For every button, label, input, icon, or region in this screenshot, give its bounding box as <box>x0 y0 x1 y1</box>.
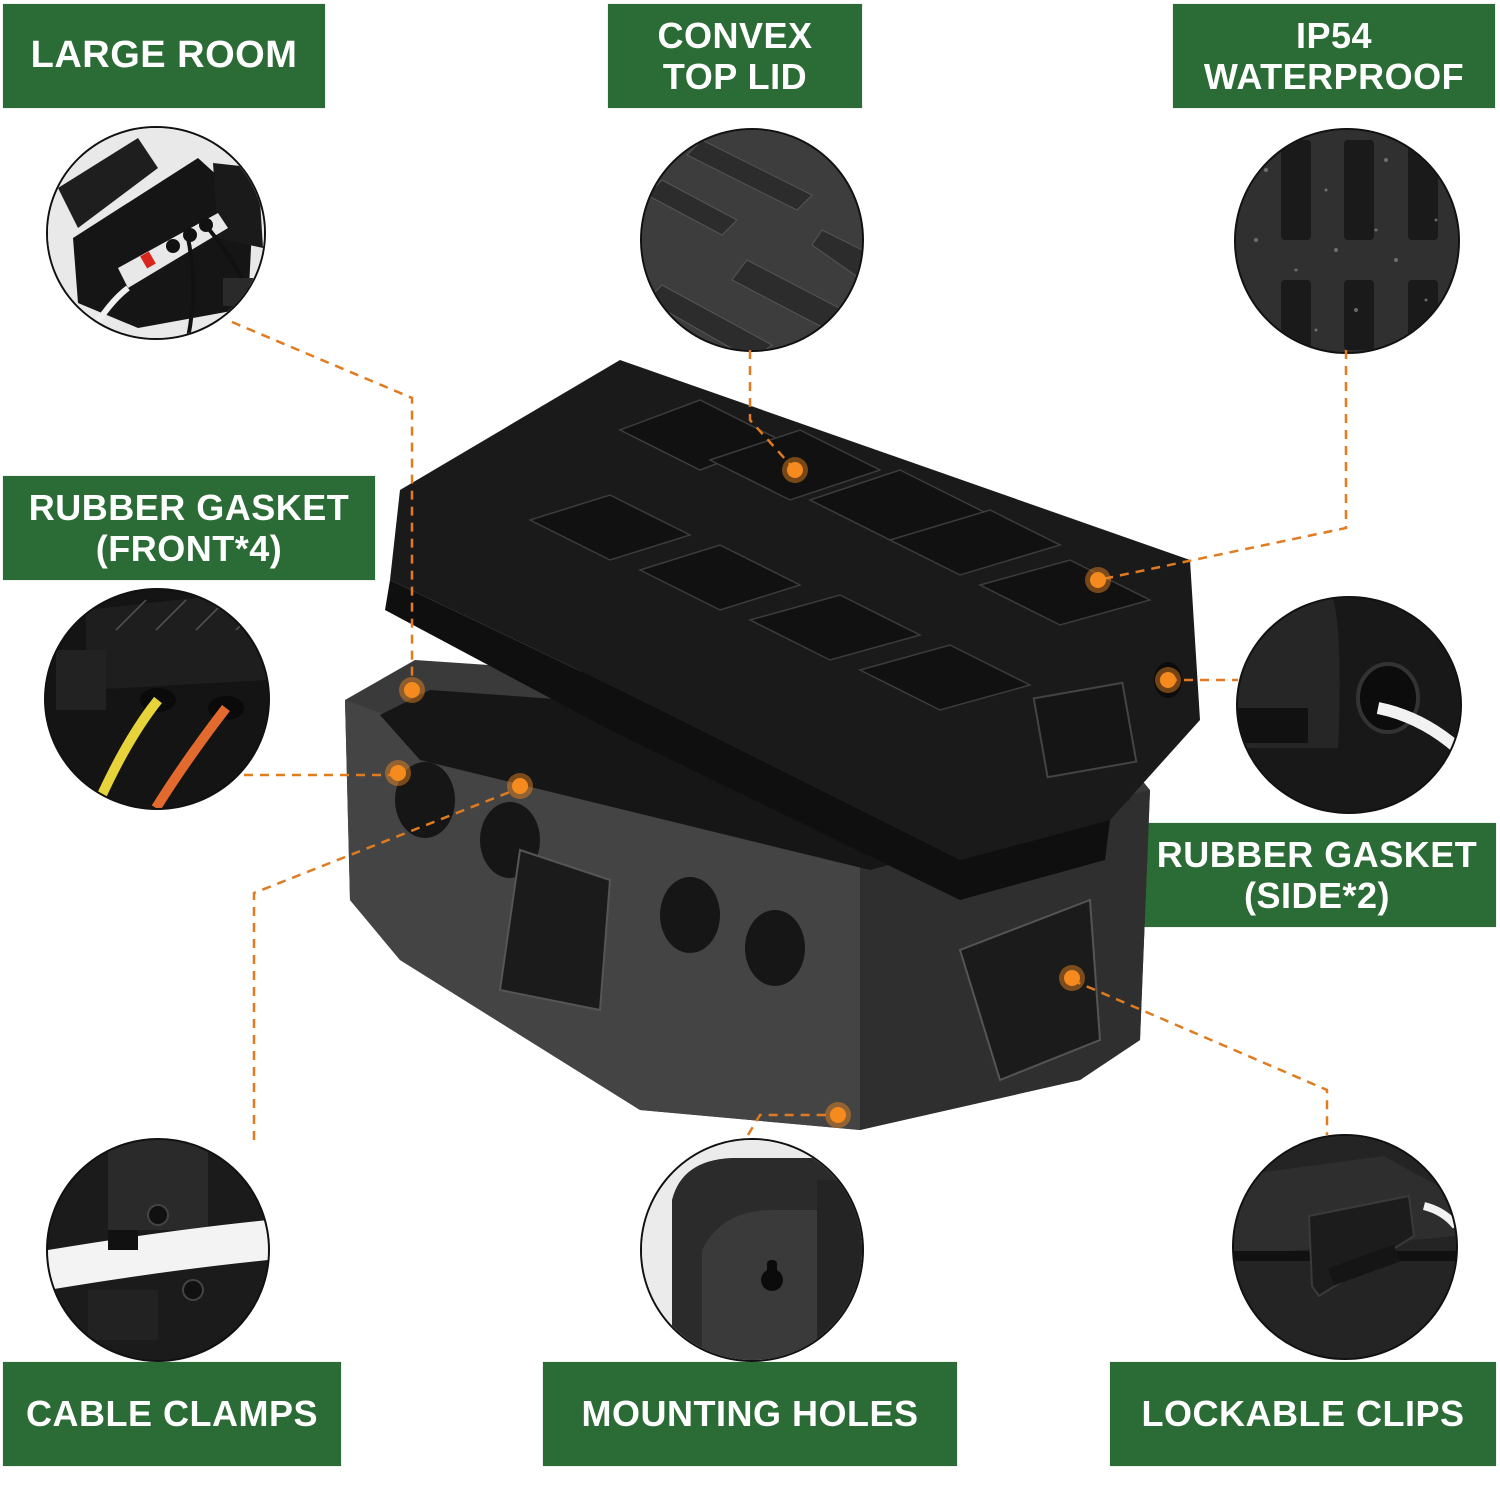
label-mounting-holes-text: MOUNTING HOLES <box>581 1393 919 1435</box>
label-ip54-line1: IP54 <box>1295 14 1373 56</box>
latch-clip-icon <box>1232 1134 1458 1360</box>
label-convex-line2: TOP LID <box>662 56 808 97</box>
label-gasket-side-line1: RUBBER GASKET <box>1156 833 1478 875</box>
label-convex-top-lid: CONVEX TOP LID <box>608 4 862 108</box>
label-gasket-side-line2: (SIDE*2) <box>1243 875 1391 916</box>
side-gasket-cable-icon <box>1236 596 1462 814</box>
lid-ridge-pattern-icon <box>640 128 864 352</box>
label-ip54-waterproof: IP54 WATERPROOF <box>1173 4 1495 108</box>
label-large-room: LARGE ROOM <box>3 4 325 108</box>
label-rubber-gasket-side: RUBBER GASKET (SIDE*2) <box>1138 823 1496 927</box>
label-cable-clamps-text: CABLE CLAMPS <box>26 1393 318 1435</box>
keyhole-mount-icon <box>640 1138 864 1362</box>
label-cable-clamps: CABLE CLAMPS <box>3 1362 341 1466</box>
label-lockable-clips: LOCKABLE CLIPS <box>1110 1362 1496 1466</box>
label-ip54-line2: WATERPROOF <box>1203 56 1465 97</box>
label-large-room-text: LARGE ROOM <box>30 34 298 77</box>
label-convex-line1: CONVEX <box>657 14 813 56</box>
power-strip-inside-box-icon <box>46 126 266 340</box>
cable-clamp-icon <box>46 1138 270 1362</box>
label-mounting-holes: MOUNTING HOLES <box>543 1362 957 1466</box>
label-lockable-clips-text: LOCKABLE CLIPS <box>1141 1393 1465 1435</box>
water-droplets-on-lid-icon <box>1234 128 1460 354</box>
